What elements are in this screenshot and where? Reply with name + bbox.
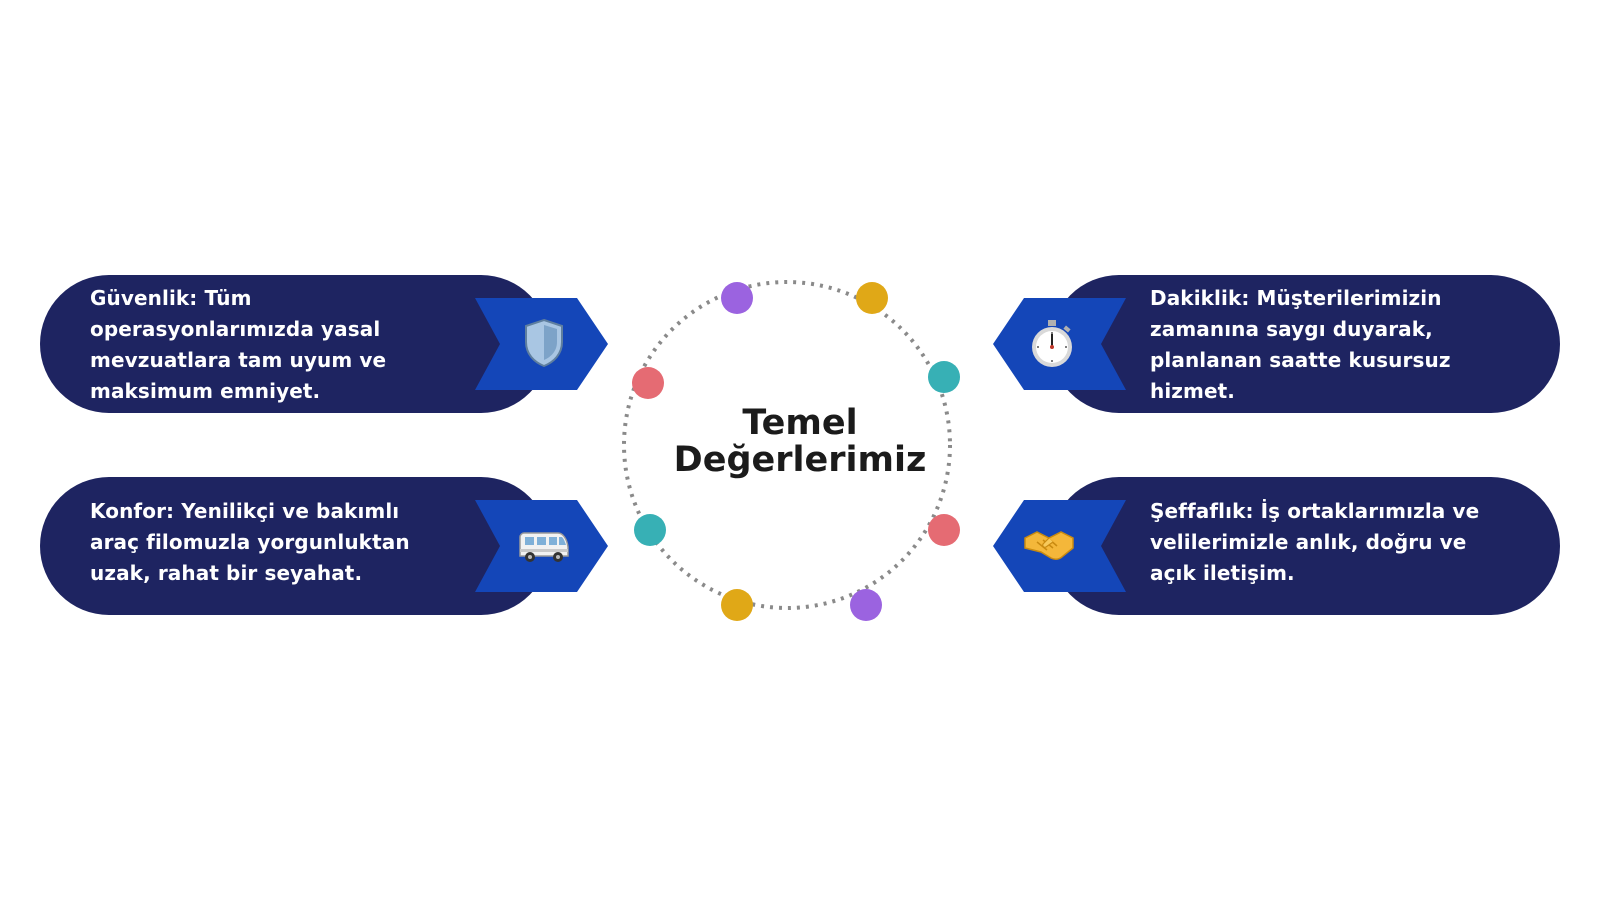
icon-badge-dakiklik: [993, 298, 1128, 390]
value-card-guvenlik: Güvenlik: Tüm operasyonlarımızda yasal m…: [40, 275, 550, 413]
ring-dot: [721, 589, 753, 621]
value-text-konfor: Konfor: Yenilikçi ve bakımlı araç filomu…: [90, 499, 410, 585]
ring-dot: [632, 367, 664, 399]
value-text-guvenlik: Güvenlik: Tüm operasyonlarımızda yasal m…: [90, 286, 387, 403]
ring-dot: [850, 589, 882, 621]
handshake-icon: [1024, 531, 1074, 561]
icon-badge-guvenlik: [475, 298, 610, 390]
ring-dot: [634, 514, 666, 546]
value-text-dakiklik: Dakiklik: Müşterilerimizin zamanına sayg…: [1150, 286, 1451, 403]
dotted-circle: [622, 280, 952, 610]
icon-badge-konfor: [475, 500, 610, 592]
value-text-seffaflik: Şeffaflık: İş ortaklarımızla ve velileri…: [1150, 499, 1480, 585]
diagram-title: Temel Değerlerimiz: [673, 403, 927, 480]
ring-dot: [928, 361, 960, 393]
value-card-konfor: Konfor: Yenilikçi ve bakımlı araç filomu…: [40, 477, 550, 615]
value-card-dakiklik: Dakiklik: Müşterilerimizin zamanına sayg…: [1050, 275, 1560, 413]
stopwatch-icon: [1032, 320, 1072, 367]
shield-icon: [525, 318, 563, 368]
icon-badge-seffaflik: [993, 500, 1128, 592]
minibus-icon: [519, 532, 569, 562]
value-card-seffaflik: Şeffaflık: İş ortaklarımızla ve velileri…: [1050, 477, 1560, 615]
ring-dot: [856, 282, 888, 314]
ring-dot: [928, 514, 960, 546]
ring-dot: [721, 282, 753, 314]
